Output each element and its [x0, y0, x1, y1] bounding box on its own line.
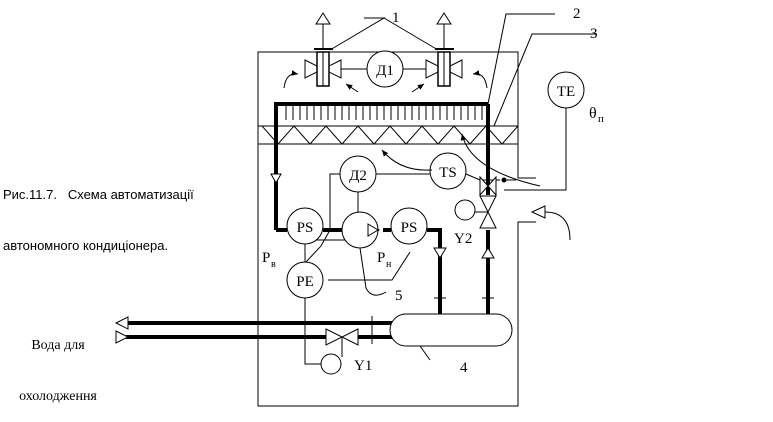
pe-label: PE: [296, 274, 314, 290]
caption-line-2: автономного кондиціонера.: [3, 238, 169, 253]
ts-label: TS: [439, 165, 457, 181]
ts-sensor-bulb: [479, 175, 507, 197]
airflow-arrows: [283, 70, 488, 93]
y2-actuator: [454, 199, 476, 221]
temp-switch-ts: TS: [429, 152, 467, 190]
callout-3: 3: [590, 26, 598, 42]
water-valve-y1: [325, 328, 359, 357]
pressure-element-pe: PE: [286, 244, 324, 299]
cooling-water-line-2: охолодження: [19, 389, 97, 404]
temp-element-te: TE: [547, 71, 585, 109]
pressure-in-label: P в: [262, 250, 276, 270]
theta-label: θ п: [589, 105, 604, 125]
y1-label: Y1: [354, 358, 372, 374]
motor-d2-label: Д2: [349, 168, 367, 184]
motor-d1-label: Д1: [376, 63, 394, 79]
p-out-main: P: [377, 250, 385, 266]
p-in-sub: в: [271, 259, 276, 270]
exhaust-arrow-left: [315, 12, 331, 48]
pressure-switch-left: PS: [286, 207, 324, 245]
p-in-main: P: [262, 250, 270, 266]
callout-1: 1: [392, 10, 400, 26]
expansion-valve-y2: [472, 195, 497, 229]
theta-main: θ: [589, 105, 597, 122]
air-inlet-arrow: [530, 205, 571, 241]
cooling-water-pipes: [114, 316, 400, 344]
fan-left: [304, 48, 342, 87]
y2-label: Y2: [454, 231, 472, 247]
fan-right: [425, 48, 463, 87]
conditioner-automation-diagram: Д1: [114, 6, 604, 407]
callout-4: 4: [460, 360, 468, 376]
cooling-water-line-1: Вода для: [31, 338, 85, 353]
signal-lines: [305, 104, 567, 281]
callout-2: 2: [573, 6, 581, 22]
pressure-out-label: P н: [377, 250, 392, 270]
ps-right-label: PS: [401, 220, 418, 236]
motor-d1: Д1: [366, 50, 404, 88]
pressure-switch-right: PS: [390, 207, 428, 245]
exhaust-arrow-right: [436, 12, 452, 48]
receiver-tank: [389, 313, 513, 347]
condenser-fins: [285, 104, 483, 120]
cooling-water-label: Вода для охолодження: [0, 303, 116, 422]
motor-d2: Д2: [339, 155, 377, 212]
y1-actuator: [304, 298, 342, 375]
callout-leaders: [329, 13, 597, 361]
callout-5: 5: [395, 288, 403, 304]
evaporator-coil: [258, 125, 518, 145]
condenser-header: [274, 102, 488, 175]
theta-sub: п: [598, 113, 604, 125]
te-label: TE: [557, 84, 575, 100]
pump: [341, 211, 379, 249]
ps-left-label: PS: [297, 220, 314, 236]
coil-airflow-arrows: [381, 133, 541, 187]
p-out-sub: н: [386, 259, 392, 270]
caption-line-1: Рис.11.7. Схема автоматизації: [3, 187, 194, 202]
figure-caption: Рис.11.7. Схема автоматизації автономног…: [3, 152, 194, 271]
housing: [257, 51, 536, 407]
